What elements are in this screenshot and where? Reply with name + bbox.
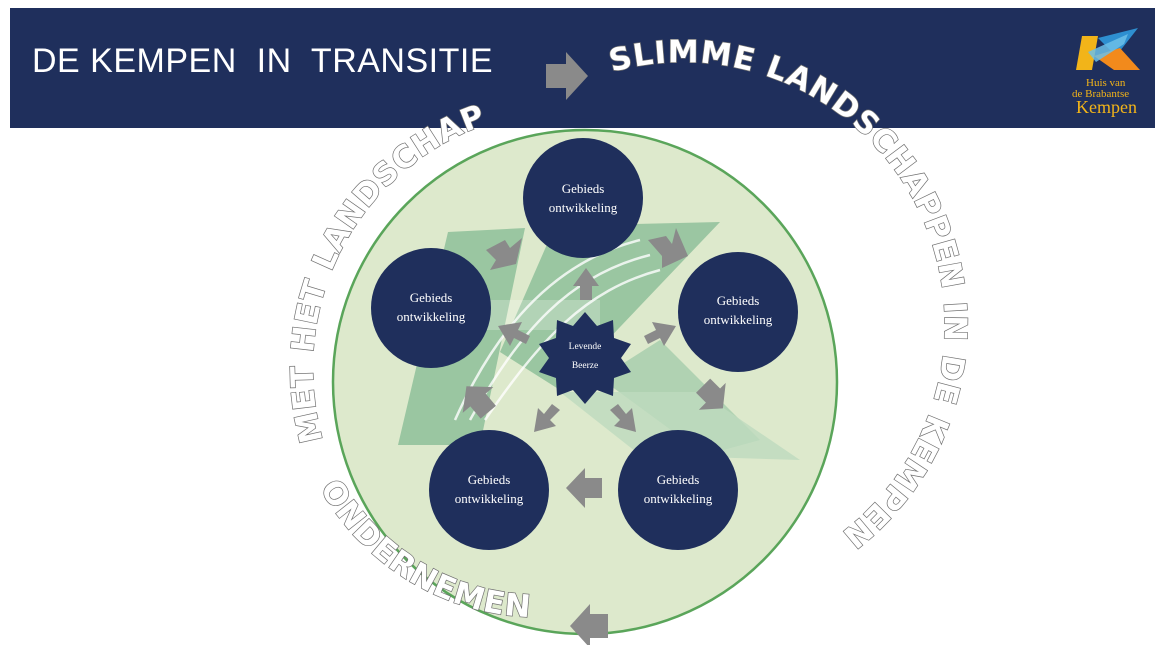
header-bar: DE KEMPEN IN TRANSITIE Huis van de Braba… <box>10 8 1155 128</box>
arrow-3 <box>696 378 726 410</box>
kempen-logo: Huis van de Brabantse Kempen <box>1072 28 1140 117</box>
arrow-center-right <box>644 322 676 346</box>
node-left: Gebieds ontwikkeling <box>371 248 491 368</box>
arrow-4 <box>566 468 602 508</box>
node-right-line2: ontwikkeling <box>704 312 773 327</box>
arrow-1 <box>486 238 522 270</box>
arrow-2 <box>648 228 688 268</box>
flow-arrows <box>462 228 726 508</box>
logo-line3: Kempen <box>1076 97 1137 117</box>
node-bottom-right-line1: Gebieds <box>657 472 700 487</box>
center-label-line1: Levende <box>569 342 602 352</box>
node-top: Gebieds ontwikkeling <box>523 138 643 258</box>
arrow-center-down-right <box>610 404 636 432</box>
node-left-line1: Gebieds <box>410 290 453 305</box>
node-left-line2: ontwikkeling <box>397 309 466 324</box>
node-top-line2: ontwikkeling <box>549 200 618 215</box>
node-bottom-right-line2: ontwikkeling <box>644 491 713 506</box>
node-right-line1: Gebieds <box>717 293 760 308</box>
node-top-line1: Gebieds <box>562 181 605 196</box>
page-title: DE KEMPEN IN TRANSITIE <box>32 42 494 80</box>
header-arrow <box>546 52 588 100</box>
arrow-center-left <box>498 322 530 346</box>
logo-line1: Huis van <box>1086 77 1126 89</box>
node-right: Gebieds ontwikkeling <box>678 252 798 372</box>
node-bottom-left: Gebieds ontwikkeling <box>429 430 549 550</box>
node-bottom-right: Gebieds ontwikkeling <box>618 430 738 550</box>
center-gear: Levende Beerze <box>539 312 631 404</box>
center-label-line2: Beerze <box>572 361 598 371</box>
arrow-center-down-left <box>534 404 560 432</box>
arrow-5 <box>462 386 496 419</box>
node-bottom-left-line2: ontwikkeling <box>455 491 524 506</box>
logo-line2: de Brabantse <box>1072 88 1129 100</box>
node-bottom-left-line1: Gebieds <box>468 472 511 487</box>
arrow-center-up <box>573 268 599 300</box>
bottom-arrow <box>570 604 608 645</box>
